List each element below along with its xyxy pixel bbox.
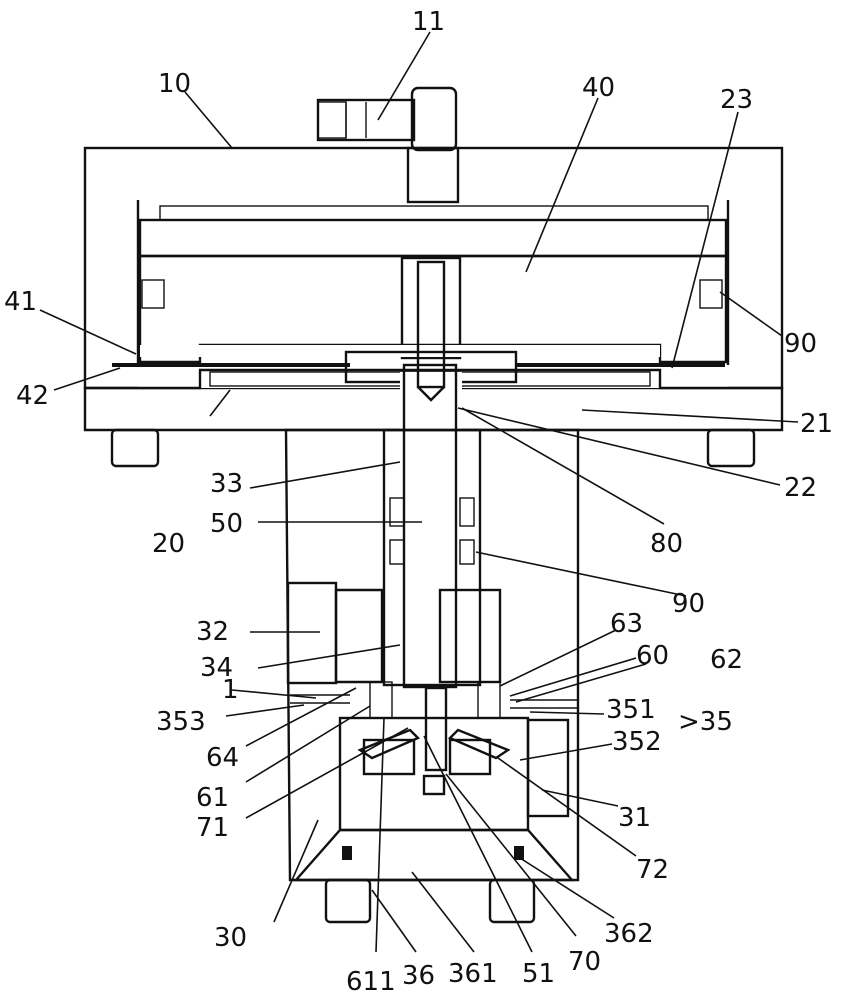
label-11: 11 [412, 7, 445, 37]
label-72: 72 [636, 855, 669, 885]
label-361: 361 [448, 959, 498, 989]
lower-body-30 [284, 428, 580, 882]
seal-362-right [514, 846, 524, 860]
label-60: 60 [636, 641, 669, 671]
label-61: 61 [196, 783, 229, 813]
seal-61 [369, 681, 393, 719]
label-353: 353 [156, 707, 206, 737]
label-36: 36 [402, 961, 435, 991]
foot-bottom-right [488, 878, 536, 924]
valve-stem-51 [424, 686, 448, 772]
label-10: 10 [158, 69, 191, 99]
seal-362-left [342, 846, 352, 860]
cone-71 [357, 728, 421, 760]
cone-72 [447, 728, 511, 760]
foot-right [706, 428, 756, 468]
label-62: 62 [710, 645, 743, 675]
label-362: 362 [604, 919, 654, 949]
label-71: 71 [196, 813, 229, 843]
label-41: 41 [4, 287, 37, 317]
label-22: 22 [784, 473, 817, 503]
reference-labels: 10 11 40 23 41 42 90 21 22 33 50 20 80 9… [4, 7, 833, 997]
label-351: 351 [606, 695, 656, 725]
label-30: 30 [214, 923, 247, 953]
label-80: 80 [650, 529, 683, 559]
label-31: 31 [618, 803, 651, 833]
fitting-11 [316, 86, 460, 204]
label-34: 34 [200, 653, 233, 683]
foot-bottom-left [324, 878, 372, 924]
label-35: >35 [678, 707, 733, 737]
label-90-bottom: 90 [672, 589, 705, 619]
filter-31 [526, 718, 570, 818]
label-21: 21 [800, 409, 833, 439]
label-40: 40 [582, 73, 615, 103]
label-50: 50 [210, 509, 243, 539]
seal-60 [477, 681, 501, 719]
label-1: 1 [222, 675, 239, 705]
foot-left [110, 428, 160, 468]
label-42: 42 [16, 381, 49, 411]
leader-lines [39, 31, 799, 953]
label-63: 63 [610, 609, 643, 639]
label-32: 32 [196, 617, 229, 647]
label-90-top: 90 [784, 329, 817, 359]
label-611: 611 [346, 967, 396, 997]
label-70: 70 [568, 947, 601, 977]
label-51: 51 [522, 959, 555, 989]
label-23: 23 [720, 85, 753, 115]
label-20: 20 [152, 529, 185, 559]
seal-90-left [141, 279, 165, 309]
label-33: 33 [210, 469, 243, 499]
label-352: 352 [612, 727, 662, 757]
label-64: 64 [206, 743, 239, 773]
